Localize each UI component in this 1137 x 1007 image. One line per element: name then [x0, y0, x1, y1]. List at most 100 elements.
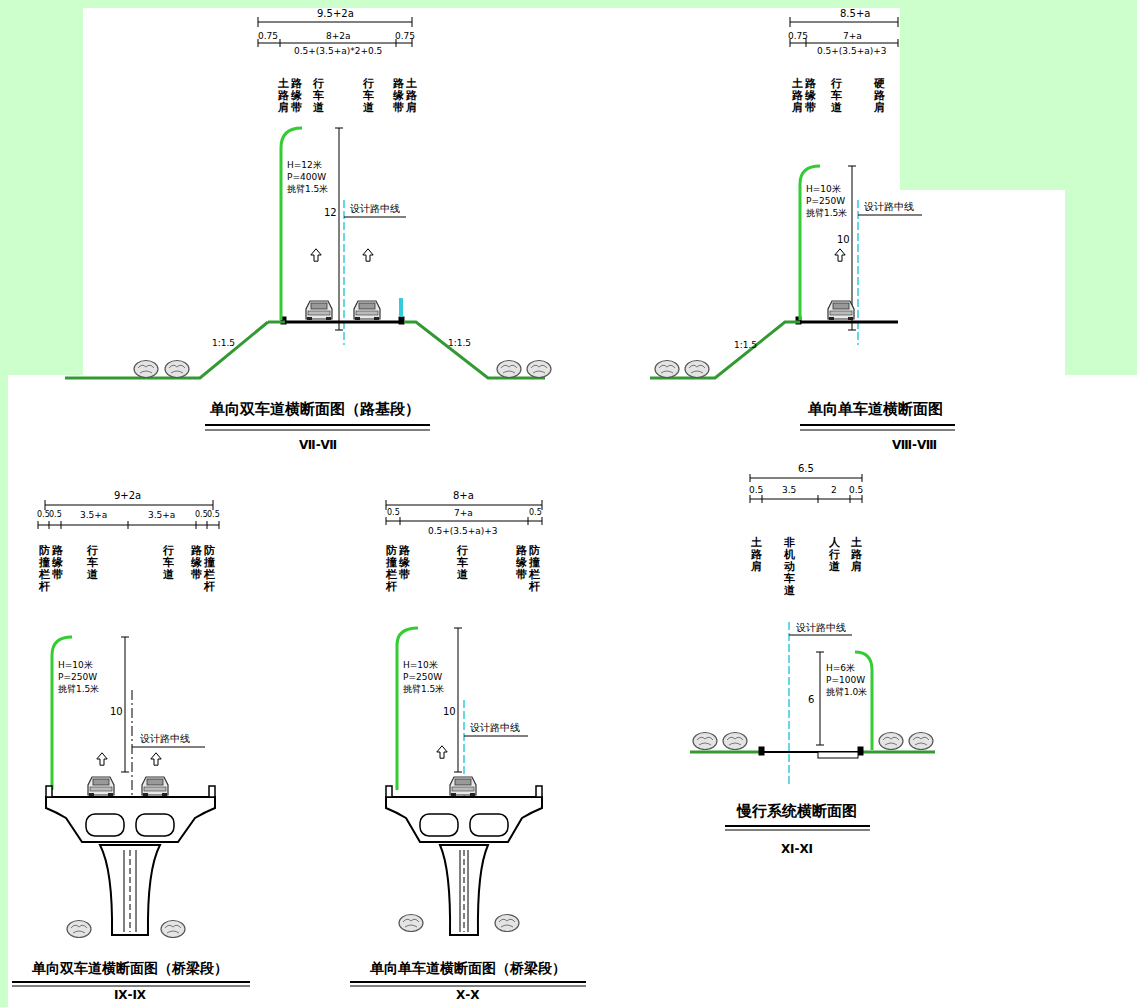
lane-label: 行车道	[87, 545, 98, 581]
lane-label: 土路肩	[851, 537, 862, 573]
lane-label: 土路肩	[792, 78, 803, 114]
section-number: Ⅺ-Ⅺ	[781, 843, 813, 857]
lane-label: 路缘带	[516, 545, 527, 581]
lane-label: 行车道	[457, 545, 468, 581]
lamp-spec: 挑臂1.5米	[287, 184, 328, 194]
section-number: Ⅶ-Ⅶ	[299, 439, 337, 453]
title-underline	[725, 826, 870, 830]
section-x	[386, 500, 542, 935]
dimension: 9.5+2a	[317, 8, 354, 20]
slope-ratio: 1:1.5	[734, 340, 757, 350]
lane-label: 行车道	[163, 545, 174, 581]
section-number: Ⅸ-Ⅸ	[114, 989, 146, 1003]
lamp-spec: P=100W	[826, 675, 865, 685]
dimension: 9+2a	[114, 490, 141, 502]
dimension: 0.5	[49, 510, 62, 519]
centerline-label: 设计路中线	[470, 722, 520, 734]
centerline-label: 设计路中线	[350, 203, 400, 215]
lane-label: 路缘带	[191, 545, 202, 581]
dimension: 6	[808, 694, 814, 706]
dimension: 0.5+(3.5+a)+3	[428, 526, 498, 536]
dimension: 0.5	[37, 510, 50, 519]
dimension: 0.75	[788, 31, 808, 41]
lamp-spec: 挑臂1.5米	[806, 208, 847, 218]
dimension: 3.5	[782, 485, 796, 495]
lamp-spec: H=10米	[58, 660, 93, 670]
lamp-spec: P=250W	[806, 196, 845, 206]
dimension: 0.5+(3.5+a)+3	[817, 46, 887, 56]
dimension: 8.5+a	[840, 8, 870, 20]
dimension: 0.5	[849, 485, 863, 495]
dimension: 2	[831, 485, 837, 495]
dimension: 0.5	[529, 508, 542, 517]
section-vii	[65, 17, 545, 378]
lane-label: 防撞栏杆	[386, 545, 397, 593]
dimension: 0.5	[387, 508, 400, 517]
lamp-spec: H=10米	[806, 184, 841, 194]
lane-label: 硬路肩	[874, 78, 885, 114]
dimension: 0.5	[207, 510, 220, 519]
dimension: 8+2a	[326, 31, 351, 41]
lane-label: 路缘带	[291, 78, 302, 114]
lane-label: 防撞栏杆	[204, 545, 215, 593]
lane-label: 土路肩	[278, 78, 289, 114]
lane-label: 行车道	[831, 78, 842, 114]
section-title: 慢行系统横断面图	[737, 803, 857, 820]
lamp-spec: P=250W	[403, 672, 442, 682]
dimension: 0.75	[258, 31, 278, 41]
section-xi	[690, 474, 935, 785]
dimension: 10	[443, 706, 456, 718]
slope-ratio: 1:1.5	[212, 338, 235, 348]
background-panels	[8, 8, 1137, 1007]
dimension: 0.5	[749, 485, 763, 495]
dimension: 7+a	[843, 31, 862, 41]
lane-label: 行车道	[363, 78, 374, 114]
dimension: 10	[110, 706, 123, 718]
lamp-spec: H=12米	[287, 160, 322, 170]
lamp-spec: P=250W	[58, 672, 97, 682]
lane-label: 防撞栏杆	[529, 545, 540, 593]
section-title: 单向双车道横断面图（路基段）	[210, 401, 420, 418]
lane-label: 防撞栏杆	[39, 545, 50, 593]
lane-label: 路缘带	[393, 78, 404, 114]
dimension: 6.5	[798, 463, 814, 475]
dimension: 0.5	[195, 510, 208, 519]
section-ix	[38, 500, 219, 935]
section-viii	[650, 17, 922, 378]
lane-label: 路缘带	[399, 545, 410, 581]
centerline-label: 设计路中线	[140, 733, 190, 745]
lane-label: 路缘带	[52, 545, 63, 581]
dimension: 0.75	[395, 31, 415, 41]
slope-ratio: 1:1.5	[448, 338, 471, 348]
lamp-spec: P=400W	[287, 172, 326, 182]
section-title: 单向单车道横断面图	[808, 401, 943, 418]
dimension: 3.5+a	[148, 510, 175, 520]
dimension: 7+a	[454, 508, 473, 518]
lamp-spec: H=6米	[826, 663, 855, 673]
section-number: Ⅹ-Ⅹ	[456, 989, 479, 1003]
lamp-spec: H=10米	[403, 660, 438, 670]
lane-label: 人行道	[829, 537, 840, 573]
lane-label: 土路肩	[751, 537, 762, 573]
section-title: 单向双车道横断面图（桥梁段）	[32, 960, 228, 976]
lamp-spec: 挑臂1.0米	[826, 687, 867, 697]
lane-label: 行车道	[313, 78, 324, 114]
dimension: 8+a	[453, 490, 474, 502]
title-underline	[12, 982, 250, 986]
centerline-label: 设计路中线	[796, 622, 846, 634]
lane-label: 土路肩	[406, 78, 417, 114]
title-underline	[800, 425, 955, 430]
dimension: 3.5+a	[80, 510, 107, 520]
dimension: 0.5+(3.5+a)*2+0.5	[294, 46, 382, 56]
centerline-label: 设计路中线	[864, 201, 914, 213]
section-title: 单向单车道横断面图（桥梁段）	[370, 960, 566, 976]
section-number: Ⅷ-Ⅷ	[892, 439, 937, 453]
lamp-spec: 挑臂1.5米	[403, 684, 444, 694]
lane-label: 非机动车道	[784, 537, 795, 597]
dimension: 10	[837, 234, 850, 246]
title-underline	[205, 425, 430, 430]
title-underline	[350, 982, 586, 986]
dimension: 12	[324, 207, 337, 219]
